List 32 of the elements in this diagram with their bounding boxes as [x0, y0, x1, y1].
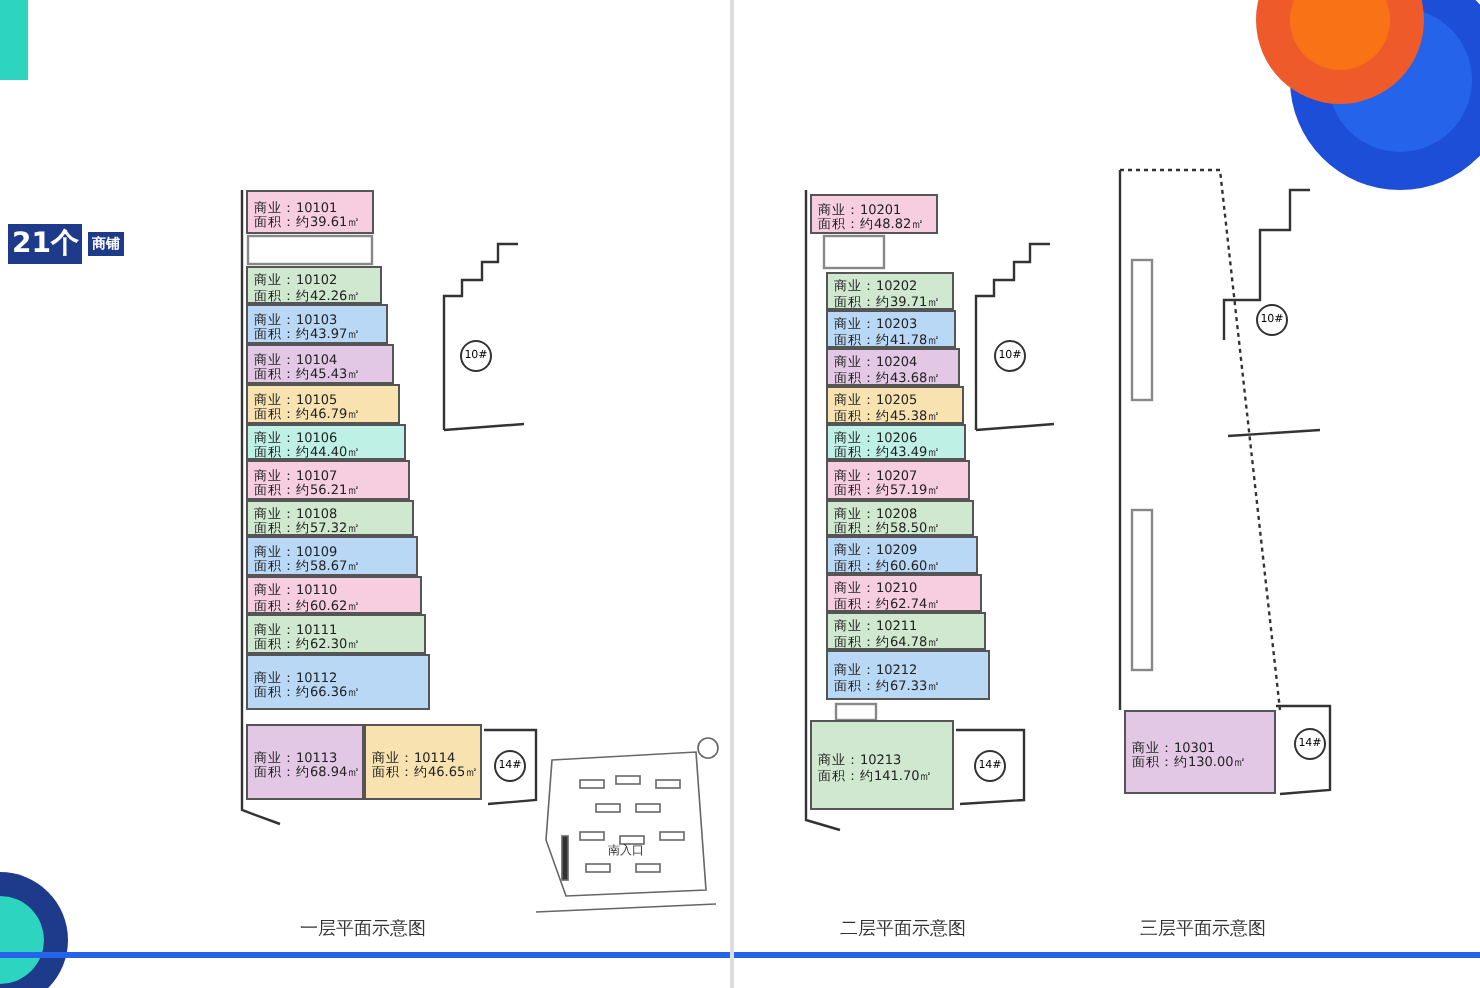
shop-unit [246, 576, 422, 614]
shop-unit [826, 536, 978, 574]
shop-unit [826, 310, 956, 348]
shop-unit [810, 194, 938, 234]
shop-unit [826, 348, 960, 386]
shop-unit [826, 386, 964, 424]
shop-unit [246, 500, 414, 536]
shop-unit [1124, 710, 1276, 794]
shop-unit [364, 724, 482, 800]
floor-plan-caption: 二层平面示意图 [840, 917, 966, 942]
shop-unit [826, 500, 974, 536]
shop-unit [246, 190, 374, 234]
shop-unit [246, 614, 426, 654]
shop-unit [246, 424, 406, 460]
shop-unit [246, 344, 394, 384]
floor-plan-caption: 一层平面示意图 [300, 917, 426, 942]
shop-unit [826, 650, 990, 700]
shop-unit [826, 612, 986, 650]
shop-unit [826, 460, 970, 500]
shop-unit [246, 304, 388, 344]
shop-unit [826, 424, 966, 460]
shop-unit [246, 460, 410, 500]
shop-unit [246, 724, 364, 800]
shop-unit [810, 720, 954, 810]
shop-unit [246, 266, 382, 304]
shop-unit [826, 574, 982, 612]
floor-plan-caption: 三层平面示意图 [1140, 917, 1266, 942]
shop-unit [246, 536, 418, 576]
count-badge-text: 21个 [8, 224, 83, 264]
shop-unit [246, 654, 430, 710]
shop-unit [246, 384, 400, 424]
shop-unit [826, 272, 954, 310]
